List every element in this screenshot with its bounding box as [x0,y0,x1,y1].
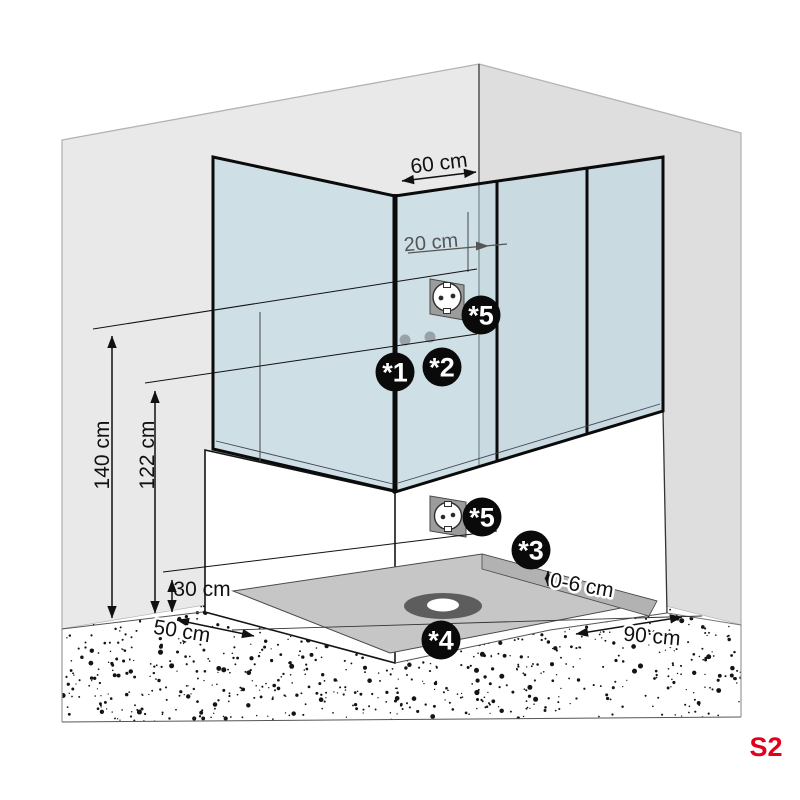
dim-socket-offset: 20 cm [403,230,459,257]
glass-panel-left [211,155,397,493]
glass-enclosure [211,155,665,495]
marker-3: *3 [511,530,551,570]
marker-4-label: *4 [428,626,454,656]
fitting-dot-1 [399,334,411,346]
marker-5-upper: *5 [461,295,501,335]
dim-height-secondary: 122 cm [136,421,159,490]
marker-4: *4 [421,620,461,660]
power-socket-icon-lower [429,495,467,538]
marker-2: *2 [422,347,462,387]
drain-hole [427,598,459,612]
dim-base-height: 30 cm [173,578,230,601]
marker-5-lower: *5 [462,497,502,537]
sheet-code: S2 [749,732,782,762]
marker-3-label: *3 [518,536,544,566]
marker-1: *1 [375,352,415,392]
dim-height-primary: 140 cm [91,421,114,490]
marker-1-label: *1 [382,358,408,388]
fitting-dot-2 [424,331,436,343]
power-socket-icon-upper [429,278,465,321]
marker-5-lower-label: *5 [469,503,495,533]
marker-5-upper-label: *5 [468,301,494,331]
callout-markers: *1 *2 *5 *5 *3 *4 [375,295,551,660]
marker-2-label: *2 [429,353,455,383]
